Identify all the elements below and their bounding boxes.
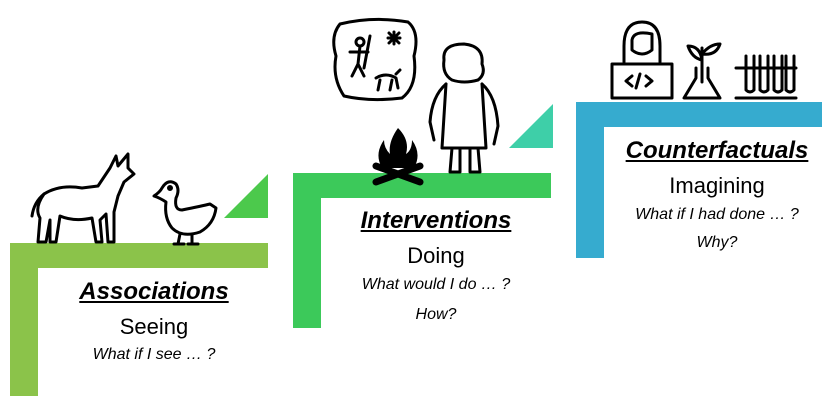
rung-3-question-1: What if I had done … ?	[635, 206, 799, 223]
wolf-icon	[30, 152, 136, 244]
scientist-laptop-icon	[610, 20, 674, 100]
cave-painting-icon	[332, 17, 418, 102]
rung-3-verb: Imagining	[669, 173, 765, 198]
test-tubes-icon	[734, 54, 798, 100]
arrow-up-2-icon	[509, 104, 553, 148]
rung-3-step-riser	[576, 102, 604, 258]
rung-2-step-riser	[293, 173, 321, 328]
rung-2-question-2: How?	[415, 306, 457, 323]
rung-3-question-2: Why?	[696, 234, 738, 251]
rung-1-step-riser	[10, 243, 38, 396]
rung-1-step-top	[10, 243, 268, 268]
plant-flask-icon	[682, 42, 722, 100]
rung-2-step-top	[293, 173, 551, 198]
rung-3-title: Counterfactuals	[625, 137, 809, 164]
rung-3-step-top	[576, 102, 822, 127]
rung-1-title: Associations	[79, 278, 229, 305]
rung-2-verb: Doing	[407, 243, 465, 268]
rung-1-verb: Seeing	[119, 314, 189, 339]
caveman-icon	[428, 42, 500, 174]
campfire-icon	[372, 128, 424, 186]
duck-icon	[152, 180, 218, 246]
rung-2-title: Interventions	[360, 207, 512, 234]
rung-2-question-1: What would I do … ?	[361, 276, 511, 293]
rung-1-question-1: What if I see … ?	[92, 346, 216, 363]
arrow-up-1-icon	[224, 174, 268, 218]
